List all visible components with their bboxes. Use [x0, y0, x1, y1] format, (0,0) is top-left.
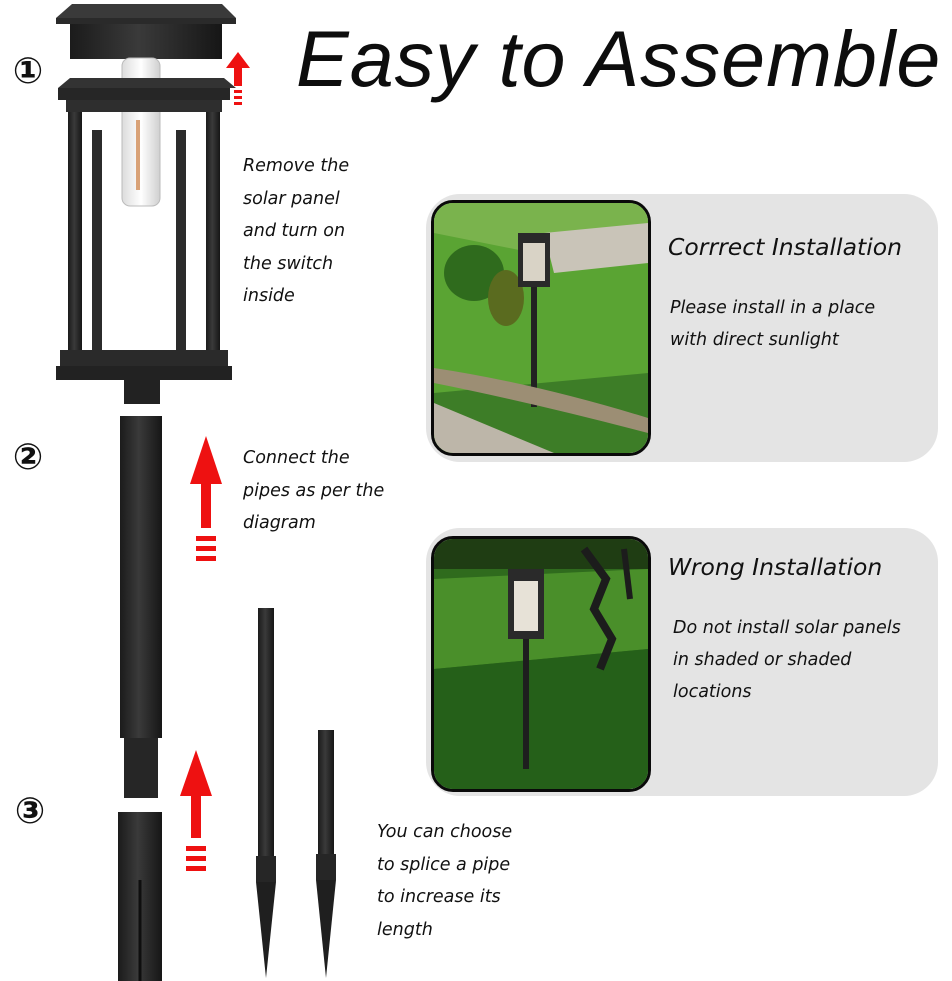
up-arrow-icon — [180, 750, 212, 871]
lantern-housing — [56, 78, 236, 380]
up-arrow-icon — [190, 436, 222, 561]
correct-installation-card: Corrrect Installation Please install in … — [426, 194, 938, 462]
extension-pipe-short — [316, 730, 336, 978]
wrong-installation-photo — [431, 536, 651, 792]
step-3-number: ③ — [14, 791, 46, 832]
lamp-assembly-illustration — [56, 4, 276, 981]
step-3-instruction: You can choose to splice a pipe to incre… — [377, 822, 513, 940]
step-1-number: ① — [12, 51, 44, 92]
step-1-instruction: Remove the solar panel and turn on the s… — [243, 156, 350, 306]
solar-panel-cap — [56, 4, 236, 59]
correct-installation-title: Corrrect Installation — [668, 233, 902, 261]
wrong-installation-title: Wrong Installation — [668, 553, 883, 581]
extension-pipe-long — [256, 608, 276, 978]
upper-pipe — [120, 416, 162, 738]
wrong-installation-body: Do not install solar panels in shaded or… — [673, 618, 901, 702]
up-arrow-icon — [226, 52, 250, 105]
pipe-connector — [124, 738, 158, 798]
step-2-number: ② — [12, 437, 44, 478]
correct-installation-photo — [431, 200, 651, 456]
page-title: Easy to Assemble — [296, 14, 942, 103]
post-connector — [124, 380, 160, 404]
step-2-instruction: Connect the pipes as per the diagram — [243, 448, 385, 533]
wrong-installation-card: Wrong Installation Do not install solar … — [426, 528, 938, 796]
correct-installation-body: Please install in a place with direct su… — [670, 298, 876, 350]
